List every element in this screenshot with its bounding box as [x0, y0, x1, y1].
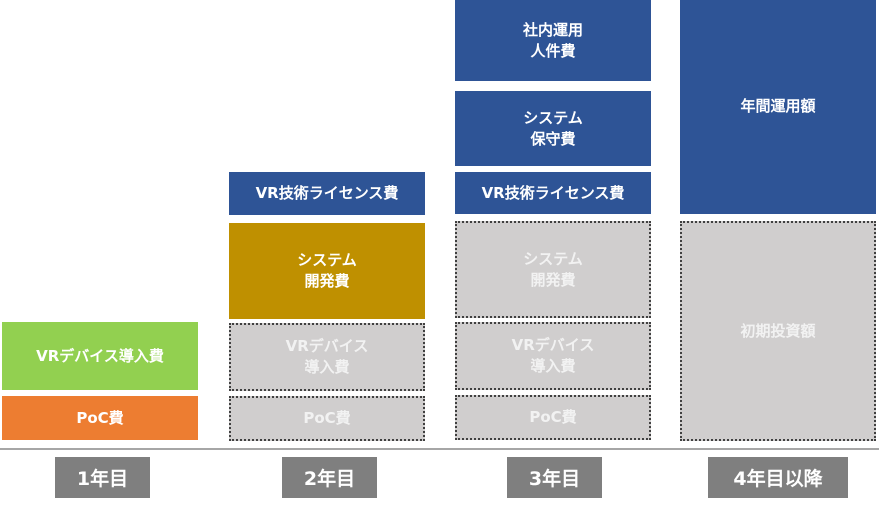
block-year3-prior-vr-device-cost: VRデバイス 導入費: [455, 322, 651, 390]
block-year3-prior-system-dev-cost: システム 開発費: [455, 221, 651, 318]
block-year2-prior-vr-device-cost: VRデバイス 導入費: [229, 323, 425, 391]
year-label-3: 3年目: [507, 457, 602, 498]
block-year3-prior-poc-cost: PoC費: [455, 395, 651, 440]
block-year1-vr-device-cost: VRデバイス導入費: [2, 322, 198, 390]
block-year2-prior-poc-cost: PoC費: [229, 396, 425, 441]
year-label-4-onward: 4年目以降: [708, 457, 848, 498]
block-year3-inhouse-labor-cost: 社内運用 人件費: [455, 0, 651, 81]
block-year4-annual-operation-amount: 年間運用額: [680, 0, 876, 214]
baseline-divider: [0, 448, 879, 450]
year-label-1: 1年目: [55, 457, 150, 498]
block-year3-system-maintenance-cost: システム 保守費: [455, 91, 651, 166]
block-year4-initial-investment-amount: 初期投資額: [680, 221, 876, 441]
block-year1-poc-cost: PoC費: [2, 396, 198, 440]
year-label-2: 2年目: [282, 457, 377, 498]
block-year3-vr-license-cost: VR技術ライセンス費: [455, 172, 651, 214]
block-year2-system-dev-cost: システム 開発費: [229, 223, 425, 319]
block-year2-vr-license-cost: VR技術ライセンス費: [229, 172, 425, 215]
